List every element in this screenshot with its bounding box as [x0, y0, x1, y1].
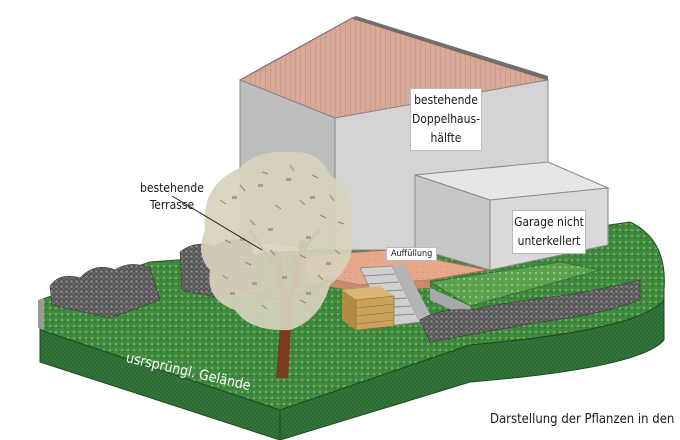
terrace-leader [171, 195, 263, 251]
left-wall [38, 298, 44, 330]
hedge-front-right [419, 279, 641, 343]
fill-label: Auffüllung [386, 247, 438, 261]
caption: Darstellung der Pflanzen in den [490, 412, 675, 427]
house-label-line1: bestehende [414, 93, 478, 107]
house-label-line2: Doppelhaus- [411, 112, 481, 126]
terrace-label: bestehende Terrasse [140, 180, 204, 214]
house-label: bestehende Doppelhaus- hälfte [410, 88, 482, 151]
garage-label: Garage nicht unterkellert [512, 210, 586, 254]
soil-right [279, 298, 665, 440]
house-roof-ridge [352, 16, 548, 80]
garage-label-line1: Garage nicht [514, 215, 584, 229]
garage-label-line2: unterkellert [517, 234, 581, 248]
terrace-label-line2: Terrasse [149, 198, 195, 212]
tree [201, 151, 353, 378]
soil-front [39, 329, 281, 440]
wood-box [342, 286, 395, 331]
garage-lawn [428, 261, 601, 307]
hedge-left [49, 264, 161, 319]
terrace-label-line1: bestehende [140, 181, 204, 195]
house-label-line3: hälfte [430, 131, 462, 145]
